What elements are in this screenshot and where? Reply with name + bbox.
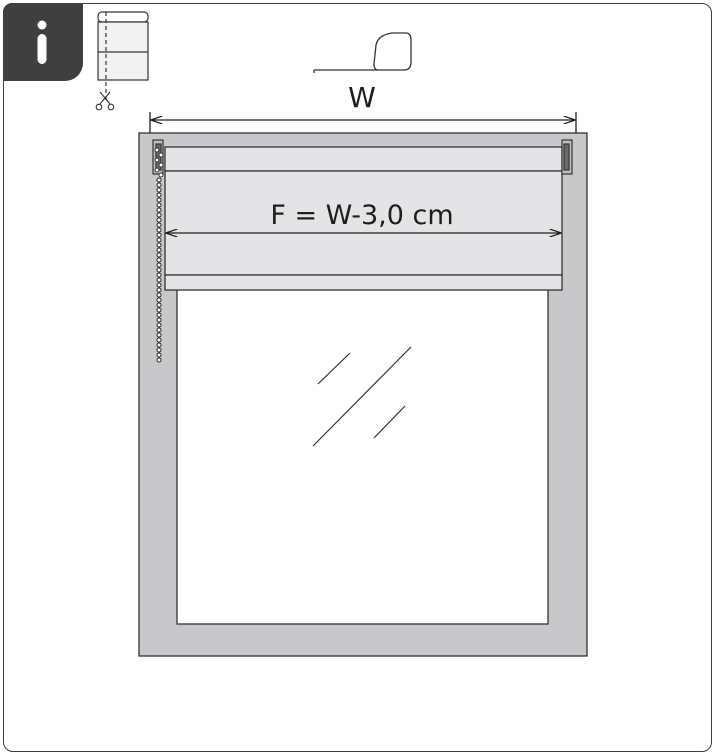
chain-bead (156, 207, 162, 213)
chain-bead (156, 247, 162, 253)
chain-bead (156, 282, 162, 288)
chain-bead (154, 147, 160, 153)
chain-bead (158, 162, 164, 168)
chain-bead (156, 317, 162, 323)
chain-bead (156, 187, 162, 193)
roller-blind (164, 146, 563, 291)
chain-icon (154, 147, 164, 363)
chain-bead (156, 322, 162, 328)
chain-bead (156, 257, 162, 263)
chain-bead (156, 332, 162, 338)
chain-bead (156, 287, 162, 293)
chain-bead (156, 222, 162, 228)
window-glass (176, 287, 549, 625)
chain-bead (156, 302, 162, 308)
chain-bead (156, 197, 162, 203)
chain-bead (156, 182, 162, 188)
fabric-formula-label: F = W-3,0 cm (270, 200, 453, 231)
roller-blind-cut-icon (97, 11, 149, 100)
chain-bead (156, 292, 162, 298)
chain-bead (158, 152, 164, 158)
chain-bead (156, 232, 162, 238)
chain-bead (156, 252, 162, 258)
chain-bead (156, 277, 162, 283)
chain-bead (156, 352, 162, 358)
chain-bead (156, 337, 162, 343)
chain-bead (156, 202, 162, 208)
width-label: W (348, 81, 376, 114)
chain-bead (156, 347, 162, 353)
glass-reflection (312, 346, 412, 447)
chain-bead (156, 217, 162, 223)
chain-bead (158, 172, 164, 178)
chain-bead (156, 227, 162, 233)
chain-bead (154, 157, 160, 163)
chain-bead (156, 342, 162, 348)
scissors-icon (95, 91, 115, 111)
chain-bead (156, 262, 162, 268)
chain-bead (156, 242, 162, 248)
chain-bead (156, 267, 162, 273)
chain-bead (154, 167, 160, 173)
measuring-tape-icon (313, 32, 412, 73)
chain-bead (156, 297, 162, 303)
chain-bead (156, 357, 162, 363)
chain-bead (156, 307, 162, 313)
chain-bead (156, 272, 162, 278)
chain-bead (156, 327, 162, 333)
chain-bead (156, 192, 162, 198)
info-icon (37, 20, 47, 64)
chain-bead (156, 177, 162, 183)
bracket-right (561, 139, 573, 175)
chain-bead (156, 237, 162, 243)
chain-bead (156, 212, 162, 218)
instruction-card (3, 3, 712, 752)
chain-bead (156, 312, 162, 318)
